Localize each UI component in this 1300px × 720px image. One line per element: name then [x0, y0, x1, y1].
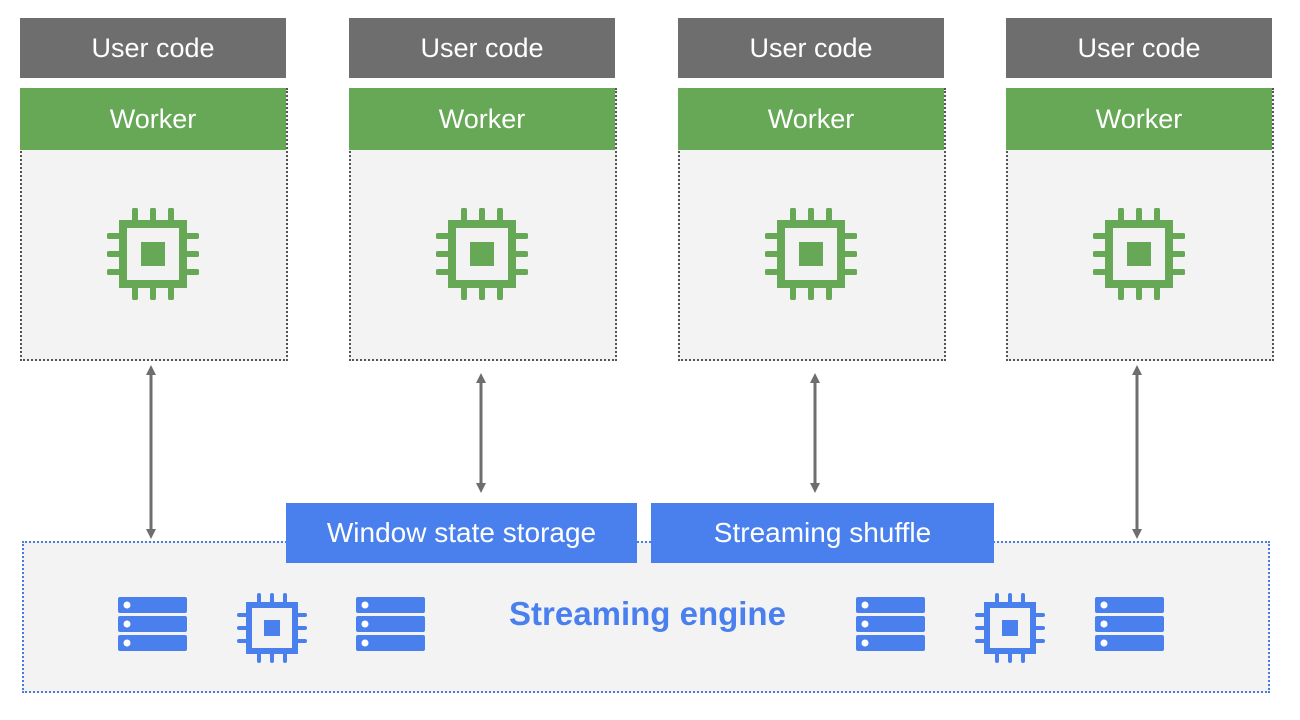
worker-label: Worker — [20, 88, 286, 150]
worker-column-1: User code Worker — [20, 18, 288, 361]
streaming-shuffle-label: Streaming shuffle — [651, 503, 994, 563]
window-state-storage-label: Window state storage — [286, 503, 637, 563]
cpu-chip-icon — [107, 208, 199, 300]
user-code-label: User code — [349, 18, 615, 78]
worker-label: Worker — [349, 88, 615, 150]
worker-column-2: User code Worker — [349, 18, 617, 361]
worker-label: Worker — [1006, 88, 1272, 150]
streaming-engine-panel — [22, 541, 1270, 693]
worker-column-4: User code Worker — [1006, 18, 1274, 361]
server-icon — [356, 597, 425, 651]
cpu-chip-icon — [436, 208, 528, 300]
cpu-chip-icon — [975, 593, 1045, 663]
worker-label: Worker — [678, 88, 944, 150]
user-code-label: User code — [1006, 18, 1272, 78]
worker-column-3: User code Worker — [678, 18, 946, 361]
streaming-engine-title: Streaming engine — [509, 595, 786, 632]
cpu-chip-icon — [237, 593, 307, 663]
user-code-label: User code — [678, 18, 944, 78]
user-code-label: User code — [20, 18, 286, 78]
server-icon — [118, 597, 187, 651]
cpu-chip-icon — [765, 208, 857, 300]
server-icon — [856, 597, 925, 651]
cpu-chip-icon — [1093, 208, 1185, 300]
server-icon — [1095, 597, 1164, 651]
